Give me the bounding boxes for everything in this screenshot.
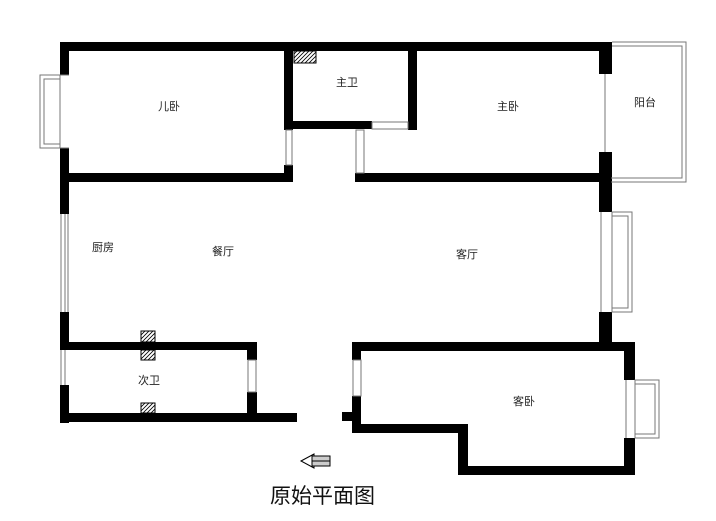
wall-right-top: [599, 42, 612, 74]
wall-bottom-left: [60, 413, 297, 422]
door-frame-zhuwo: [355, 129, 365, 174]
wall-ciwei-right-bottom: [247, 392, 257, 422]
wall-ciwei-right-top: [247, 342, 257, 360]
room-label-zhuwei: 主卫: [336, 76, 358, 89]
wall-left-top: [60, 42, 69, 75]
wall-right-mid2: [599, 312, 612, 342]
door-frame-ciwei: [247, 359, 257, 393]
wall-erwo-bottom: [60, 173, 293, 182]
walls: [60, 42, 635, 475]
wall-left-low: [60, 312, 69, 350]
wall-kewo-bottom: [458, 466, 635, 475]
balcony-outline: [611, 41, 687, 183]
wall-left-bottom: [60, 385, 69, 423]
wall-top: [60, 42, 612, 51]
room-label-keting: 客厅: [456, 247, 478, 261]
wall-zhuwei-right: [408, 42, 417, 130]
room-label-zhuwo: 主卧: [497, 100, 519, 113]
thin-lines: [39, 41, 687, 439]
window-erwo-inner: [43, 78, 61, 145]
door-frame-kewo: [352, 359, 362, 397]
wall-kewo-right-bottom: [624, 438, 635, 475]
room-label-canting: 餐厅: [212, 244, 234, 258]
door-frame-zhuwei: [371, 121, 409, 130]
wall-right-mid1: [599, 152, 612, 212]
wall-kewo-bottom-inner: [352, 424, 468, 433]
window-kewo-inner: [634, 383, 656, 435]
window-keting: [611, 211, 633, 313]
room-label-ciwei: 次卫: [138, 373, 160, 387]
window-keting-inner: [611, 215, 629, 309]
room-label-chufang: 厨房: [92, 241, 114, 254]
hatched-duct-icon: [140, 402, 156, 414]
wall-zhuwei-bottom: [284, 121, 372, 129]
wall-kewo-left-top: [352, 342, 361, 360]
entrance-arrow-icon: [299, 453, 331, 469]
wall-zhuwo-bottom: [355, 173, 611, 182]
wall-ciwei-top: [60, 342, 257, 350]
wall-kewo-step: [458, 424, 468, 475]
hatched-duct-icon: [140, 330, 156, 343]
hatched-duct-icon: [293, 50, 317, 64]
wall-kewo-stub: [342, 412, 361, 421]
balcony-inner: [611, 45, 683, 179]
room-label-kewo: 客卧: [513, 394, 535, 408]
room-label-erwo: 儿卧: [158, 100, 180, 113]
wall-erwo-right: [284, 42, 293, 130]
hatched-duct-icon: [140, 349, 156, 361]
door-frame-erwo: [285, 129, 293, 166]
room-label-yangtai: 阳台: [634, 95, 656, 109]
plan-title: 原始平面图: [270, 484, 375, 508]
wall-kewo-right-top: [624, 342, 635, 380]
window-erwo: [39, 74, 61, 149]
wall-kewo-top: [352, 342, 635, 351]
ducts: [140, 50, 317, 414]
